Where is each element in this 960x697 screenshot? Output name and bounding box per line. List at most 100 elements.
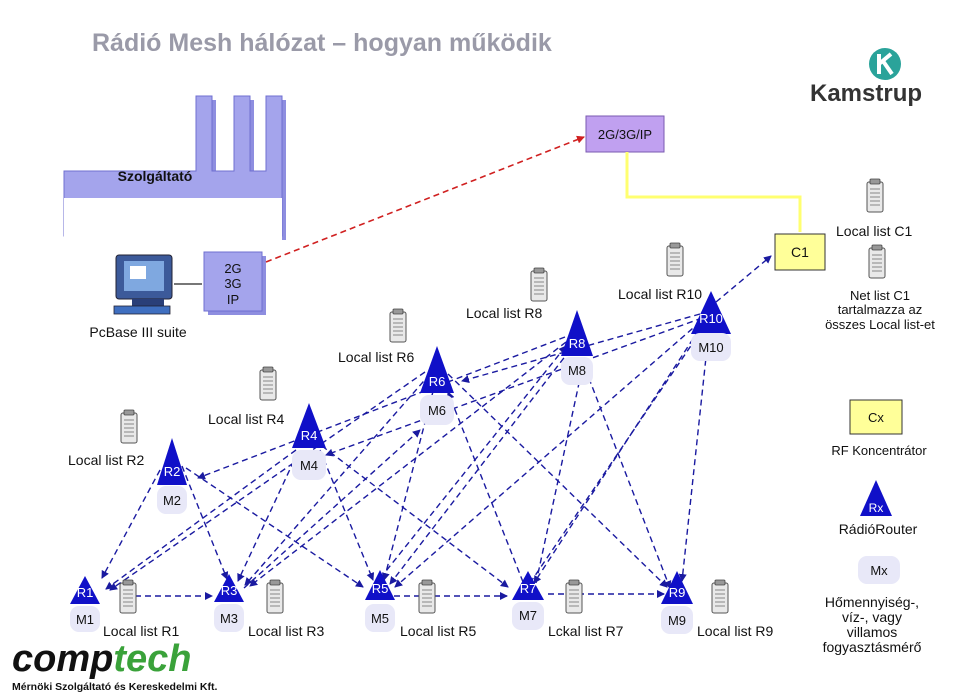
local-list-r4: Local list R4 bbox=[208, 411, 284, 427]
pcbase-label: PcBase III suite bbox=[89, 324, 186, 340]
svg-text:R2: R2 bbox=[164, 464, 181, 479]
legend-rx-caption: RádióRouter bbox=[839, 521, 918, 537]
legend-cx: Cx bbox=[849, 399, 903, 435]
legend-cx-caption: RF Koncentrátor bbox=[831, 443, 927, 458]
provider-label: Szolgáltató bbox=[118, 168, 193, 184]
meter-m4[interactable]: M4 bbox=[292, 450, 326, 480]
router-r10[interactable]: R10 bbox=[691, 291, 731, 334]
legend-mx: Mx bbox=[858, 556, 900, 584]
router-r2[interactable]: R2 bbox=[157, 438, 187, 485]
concentrator-c1[interactable]: C1 bbox=[774, 233, 826, 271]
net-list-line-3: összes Local list-et bbox=[825, 317, 935, 332]
meter-m1[interactable]: M1 bbox=[70, 606, 100, 632]
factory-icon bbox=[63, 95, 286, 258]
modem-box: 2G 3G IP bbox=[203, 251, 266, 315]
router-r9[interactable]: R9 bbox=[661, 571, 693, 604]
clipboard-icon-c1-net bbox=[868, 244, 886, 279]
svg-text:C1: C1 bbox=[791, 244, 809, 260]
local-list-r2: Local list R2 bbox=[68, 452, 144, 468]
svg-text:M10: M10 bbox=[698, 340, 723, 355]
local-list-r1: Local list R1 bbox=[103, 623, 179, 639]
legend-mx-caption-2: víz-, vagy bbox=[842, 609, 902, 625]
svg-text:2G/3G/IP: 2G/3G/IP bbox=[598, 127, 652, 142]
svg-text:R4: R4 bbox=[301, 428, 318, 443]
router-r4[interactable]: R4 bbox=[292, 403, 326, 448]
svg-text:R5: R5 bbox=[372, 581, 389, 596]
clipboard-icon-r1 bbox=[119, 579, 137, 614]
legend-rx: Rx bbox=[860, 480, 892, 516]
clipboard-icon-r3 bbox=[266, 579, 284, 614]
router-r7[interactable]: R7 bbox=[512, 571, 544, 600]
svg-text:R6: R6 bbox=[429, 374, 446, 389]
svg-text:R8: R8 bbox=[569, 336, 586, 351]
clipboard-icon-r7 bbox=[565, 579, 583, 614]
mesh-links bbox=[101, 255, 772, 600]
svg-text:Cx: Cx bbox=[868, 410, 884, 425]
router-r6[interactable]: R6 bbox=[420, 346, 454, 393]
meter-m7[interactable]: M7 bbox=[512, 602, 544, 630]
svg-text:M8: M8 bbox=[568, 363, 586, 378]
svg-text:3G: 3G bbox=[224, 276, 241, 291]
clipboard-icon-r8 bbox=[530, 267, 548, 302]
local-list-r7: Lckal list R7 bbox=[548, 623, 624, 639]
svg-text:R7: R7 bbox=[520, 581, 537, 596]
kamstrup-logo: Kamstrup bbox=[810, 48, 922, 107]
uplink-line bbox=[265, 135, 585, 263]
svg-text:M2: M2 bbox=[163, 493, 181, 508]
meter-m3[interactable]: M3 bbox=[214, 604, 244, 632]
cloud-box: 2G/3G/IP bbox=[585, 115, 665, 153]
clipboard-icon-r6 bbox=[389, 308, 407, 343]
svg-text:R10: R10 bbox=[699, 311, 723, 326]
meter-m6[interactable]: M6 bbox=[420, 395, 454, 425]
net-list-line-1: Net list C1 bbox=[850, 288, 910, 303]
local-list-r6: Local list R6 bbox=[338, 349, 414, 365]
local-list-r10: Local list R10 bbox=[618, 286, 702, 302]
clipboard-icon-r5 bbox=[418, 579, 436, 614]
clipboard-icon-c1-local bbox=[866, 178, 884, 213]
svg-text:R3: R3 bbox=[221, 583, 238, 598]
legend-mx-caption-4: fogyasztásmérő bbox=[823, 639, 922, 655]
svg-text:R9: R9 bbox=[669, 585, 686, 600]
legend-mx-caption-1: Hőmennyiség-, bbox=[825, 594, 919, 610]
local-list-r5: Local list R5 bbox=[400, 623, 476, 639]
clipboard-icon-r4 bbox=[259, 366, 277, 401]
router-r3[interactable]: R3 bbox=[214, 574, 244, 602]
legend-mx-caption-3: villamos bbox=[847, 624, 898, 640]
router-r8[interactable]: R8 bbox=[561, 310, 593, 356]
local-list-r9: Local list R9 bbox=[697, 623, 773, 639]
computer-icon[interactable] bbox=[113, 254, 173, 315]
svg-text:M4: M4 bbox=[300, 458, 318, 473]
net-list-line-2: tartalmazza az bbox=[838, 302, 923, 317]
c1-local-list-label: Local list C1 bbox=[836, 223, 912, 239]
router-r5[interactable]: R5 bbox=[365, 570, 395, 600]
local-list-r3: Local list R3 bbox=[248, 623, 324, 639]
comptech-logo: comptech Mérnöki Szolgáltató és Keresked… bbox=[12, 638, 217, 693]
clipboard-icon-r9 bbox=[711, 579, 729, 614]
clipboard-icon-r2 bbox=[120, 409, 138, 444]
svg-text:2G: 2G bbox=[224, 261, 241, 276]
meter-m9[interactable]: M9 bbox=[661, 606, 693, 634]
svg-text:R1: R1 bbox=[77, 585, 94, 600]
meter-m2[interactable]: M2 bbox=[157, 486, 187, 514]
svg-text:M3: M3 bbox=[220, 611, 238, 626]
svg-text:Mx: Mx bbox=[870, 563, 888, 578]
meter-m10[interactable]: M10 bbox=[691, 333, 731, 361]
svg-text:M5: M5 bbox=[371, 611, 389, 626]
svg-text:M1: M1 bbox=[76, 612, 94, 627]
svg-text:Kamstrup: Kamstrup bbox=[810, 80, 922, 107]
svg-text:IP: IP bbox=[227, 292, 239, 307]
cloud-c1-connector bbox=[625, 152, 802, 232]
svg-text:M9: M9 bbox=[668, 613, 686, 628]
svg-text:M6: M6 bbox=[428, 403, 446, 418]
svg-text:Rx: Rx bbox=[869, 501, 884, 515]
meter-m5[interactable]: M5 bbox=[365, 604, 395, 632]
svg-text:comptech: comptech bbox=[12, 638, 192, 680]
clipboard-icon-r10 bbox=[666, 242, 684, 277]
router-r1[interactable]: R1 bbox=[70, 576, 100, 604]
meter-m8[interactable]: M8 bbox=[561, 357, 593, 385]
local-list-r8: Local list R8 bbox=[466, 305, 542, 321]
comptech-subtitle: Mérnöki Szolgáltató és Kereskedelmi Kft. bbox=[12, 681, 217, 693]
page-title: Rádió Mesh hálózat – hogyan működik bbox=[92, 29, 552, 57]
svg-text:M7: M7 bbox=[519, 608, 537, 623]
